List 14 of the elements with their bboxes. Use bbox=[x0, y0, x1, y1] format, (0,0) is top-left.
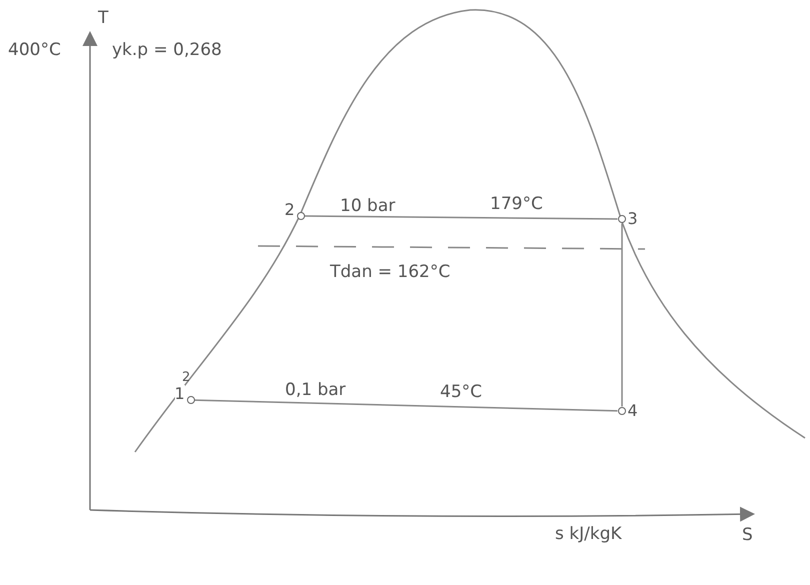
annotation: 2 bbox=[182, 369, 190, 387]
temperature-label: 45°C bbox=[440, 382, 482, 402]
annotation: yk.p = 0,268 bbox=[112, 40, 222, 60]
process-line bbox=[304, 215, 618, 220]
pressure-label: 0,1 bar bbox=[285, 380, 346, 400]
axis-label: S bbox=[742, 525, 753, 545]
annotation: Tdan = 162°C bbox=[330, 262, 450, 282]
pressure-label: 10 bar bbox=[340, 196, 396, 216]
axis-value: 400°C bbox=[8, 40, 61, 60]
process-line bbox=[194, 399, 618, 412]
axis-label: s kJ/kgK bbox=[555, 524, 622, 544]
process-line bbox=[621, 224, 623, 406]
axis-label: T bbox=[98, 8, 108, 28]
temperature-label: 179°C bbox=[490, 194, 543, 214]
